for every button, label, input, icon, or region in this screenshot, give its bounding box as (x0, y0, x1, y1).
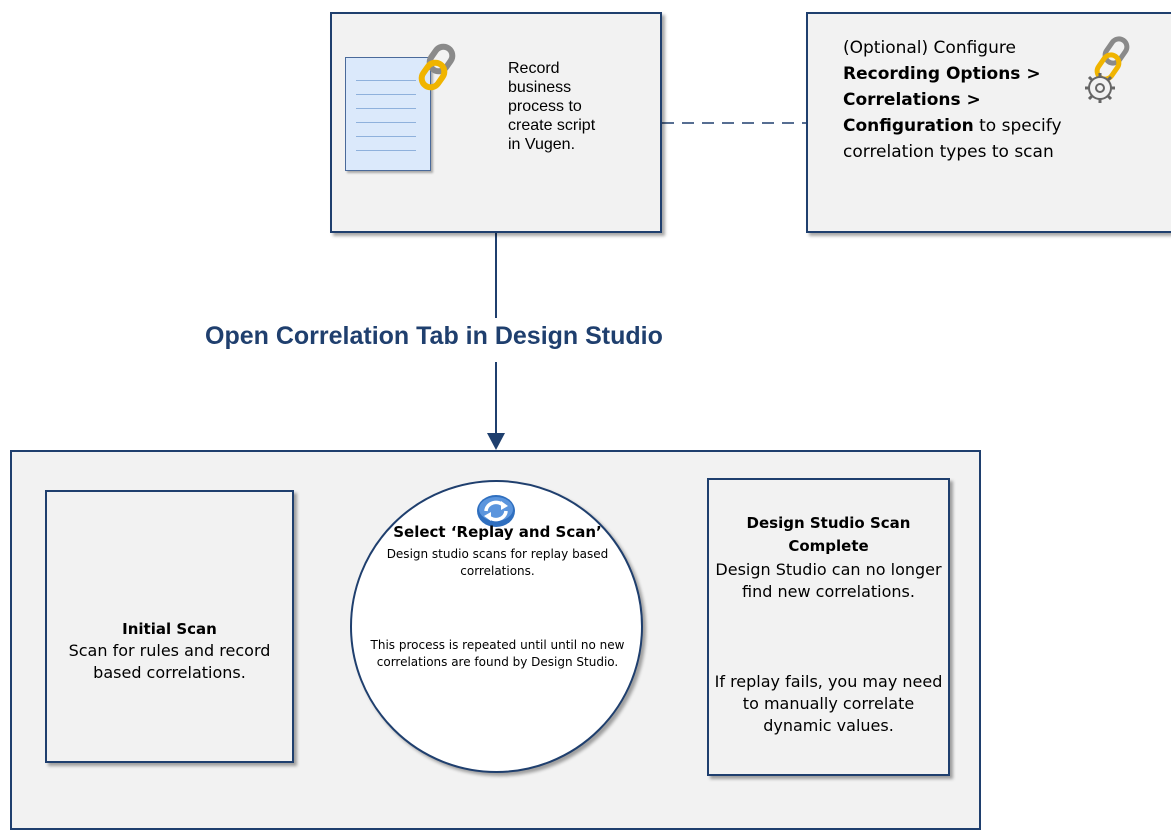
replay-scan-circle (350, 480, 643, 773)
replay-scan-description: Design studio scans for replay based cor… (386, 547, 609, 578)
replay-scan-title: Select ‘Replay and Scan’ (393, 523, 602, 541)
initial-scan-box (45, 490, 294, 763)
initial-scan-description: Scan for rules and record based correlat… (68, 641, 271, 682)
down-arrowhead (487, 433, 505, 450)
record-script-text: Record business process to create script… (508, 60, 596, 153)
page-heading: Open Correlation Tab in Design Studio (205, 322, 663, 350)
scan-complete-description: Design Studio can no longer find new cor… (715, 560, 942, 601)
scan-complete-title: Design Studio Scan Complete (746, 514, 911, 555)
refresh-icon (477, 495, 515, 527)
configuration-label: Configuration (843, 116, 974, 136)
recording-options-label: Recording Options > (843, 64, 1041, 84)
optional-config-text: (Optional) Configure Recording Options >… (843, 35, 1113, 165)
chain-link-icon (418, 43, 456, 91)
document-icon (345, 57, 431, 171)
optional-prefix: (Optional) Configure (843, 38, 1016, 58)
optional-suffix: to specify correlation types to scan (843, 116, 1062, 162)
replay-scan-repeat-note: This process is repeated until until no … (370, 638, 625, 669)
correlations-label: Correlations > (843, 90, 981, 110)
chain-gear-icon (1085, 36, 1130, 103)
scan-complete-failure-note: If replay fails, you may need to manuall… (714, 672, 943, 735)
initial-scan-title: Initial Scan (122, 620, 217, 638)
scan-complete-box (707, 478, 950, 776)
